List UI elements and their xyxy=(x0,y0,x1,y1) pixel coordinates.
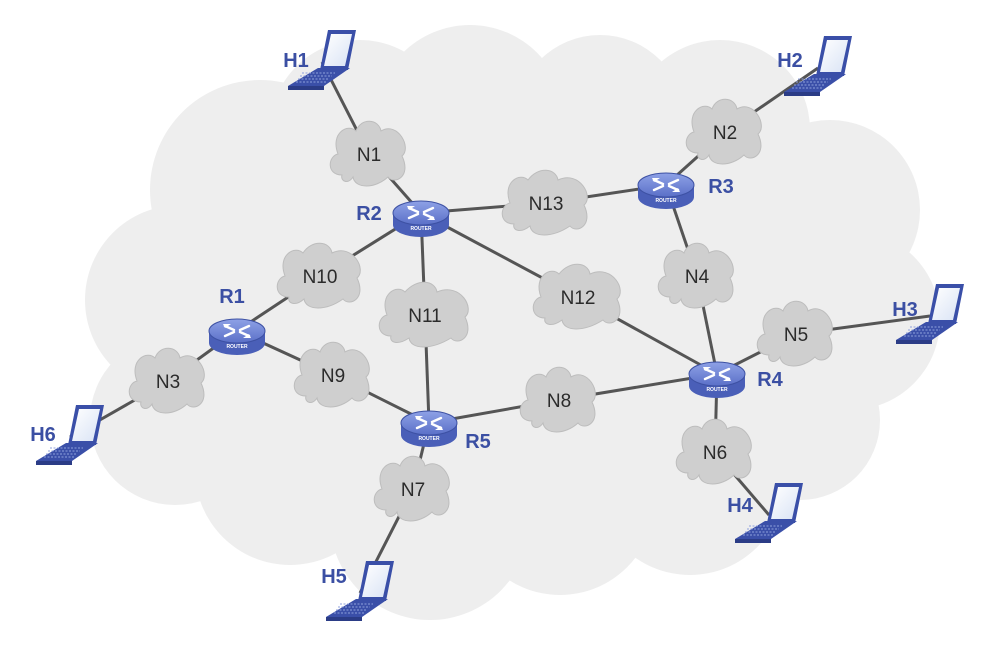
cloud-icon xyxy=(685,98,762,165)
cloud-icon xyxy=(532,263,621,330)
network-label: N12 xyxy=(561,288,596,309)
router-label: R1 xyxy=(219,286,245,308)
network-label: N2 xyxy=(713,123,737,144)
router-tag: ROUTER xyxy=(418,436,440,442)
router-tag: ROUTER xyxy=(655,198,677,204)
cloud-icon xyxy=(128,347,205,414)
cloud-icon xyxy=(519,366,596,433)
cloud-icon xyxy=(501,169,588,236)
router-tag: ROUTER xyxy=(706,387,728,393)
network-cloud-n11: N11 xyxy=(378,281,469,348)
network-cloud-n13: N13 xyxy=(501,169,588,236)
background-cloud-bump xyxy=(170,170,490,490)
network-cloud-n8: N8 xyxy=(519,366,596,433)
network-label: N13 xyxy=(529,194,564,215)
router-icon xyxy=(688,361,746,398)
laptop-icon xyxy=(735,483,803,543)
router-tag: ROUTER xyxy=(410,226,432,232)
cloud-icon xyxy=(293,341,370,408)
network-cloud-n1: N1 xyxy=(329,120,406,187)
router-label: R2 xyxy=(356,203,382,225)
network-cloud-n6: N6 xyxy=(675,418,752,485)
network-label: N6 xyxy=(703,443,727,464)
network-label: N7 xyxy=(401,480,425,501)
host-label: H1 xyxy=(283,50,309,72)
host-h3[interactable]: H3 xyxy=(892,284,964,344)
network-label: N11 xyxy=(408,306,441,327)
host-label: H3 xyxy=(892,299,918,321)
host-h2[interactable]: H2 xyxy=(777,36,852,96)
host-label: H2 xyxy=(777,50,803,72)
laptop-icon xyxy=(326,561,394,621)
router-r5[interactable]: ROUTER R5 xyxy=(400,410,491,453)
internet-cloud-background xyxy=(85,25,940,620)
router-icon xyxy=(208,318,266,355)
router-label: R4 xyxy=(757,369,783,391)
host-h4[interactable]: H4 xyxy=(727,483,803,543)
host-h5[interactable]: H5 xyxy=(321,561,394,621)
laptop-icon xyxy=(288,30,356,90)
host-h6[interactable]: H6 xyxy=(30,405,104,465)
router-r1[interactable]: ROUTER R1 xyxy=(208,286,266,355)
router-r3[interactable]: ROUTER R3 xyxy=(637,172,734,209)
network-cloud-n7: N7 xyxy=(373,455,450,522)
network-label: N9 xyxy=(321,366,345,387)
network-cloud-n3: N3 xyxy=(128,347,205,414)
network-label: N3 xyxy=(156,372,180,393)
laptop-icon xyxy=(896,284,964,344)
network-cloud-n12: N12 xyxy=(532,263,621,330)
network-cloud-n5: N5 xyxy=(756,300,833,367)
router-icon xyxy=(637,172,695,209)
host-label: H6 xyxy=(30,424,56,446)
laptop-icon xyxy=(784,36,852,96)
cloud-icon xyxy=(675,418,752,485)
router-label: R5 xyxy=(465,431,491,453)
router-tag: ROUTER xyxy=(226,344,248,350)
cloud-icon xyxy=(329,120,406,187)
cloud-icon xyxy=(276,242,361,309)
router-r4[interactable]: ROUTER R4 xyxy=(688,361,784,398)
router-icon xyxy=(400,410,458,447)
network-label: N1 xyxy=(357,145,381,166)
cloud-icon xyxy=(378,281,469,348)
host-label: H4 xyxy=(727,495,753,517)
network-cloud-n2: N2 xyxy=(685,98,762,165)
cloud-icon xyxy=(756,300,833,367)
host-h1[interactable]: H1 xyxy=(283,30,356,90)
router-r2[interactable]: ROUTER R2 xyxy=(356,200,450,237)
network-label: N4 xyxy=(685,267,710,288)
network-cloud-n9: N9 xyxy=(293,341,370,408)
laptop-icon xyxy=(36,405,104,465)
network-label: N5 xyxy=(784,325,808,346)
network-label: N10 xyxy=(303,267,338,288)
router-icon xyxy=(392,200,450,237)
host-label: H5 xyxy=(321,566,347,588)
network-cloud-n10: N10 xyxy=(276,242,361,309)
network-cloud-n4: N4 xyxy=(657,242,734,309)
cloud-icon xyxy=(373,455,450,522)
network-label: N8 xyxy=(547,391,571,412)
router-label: R3 xyxy=(708,176,734,198)
cloud-icon xyxy=(657,242,734,309)
